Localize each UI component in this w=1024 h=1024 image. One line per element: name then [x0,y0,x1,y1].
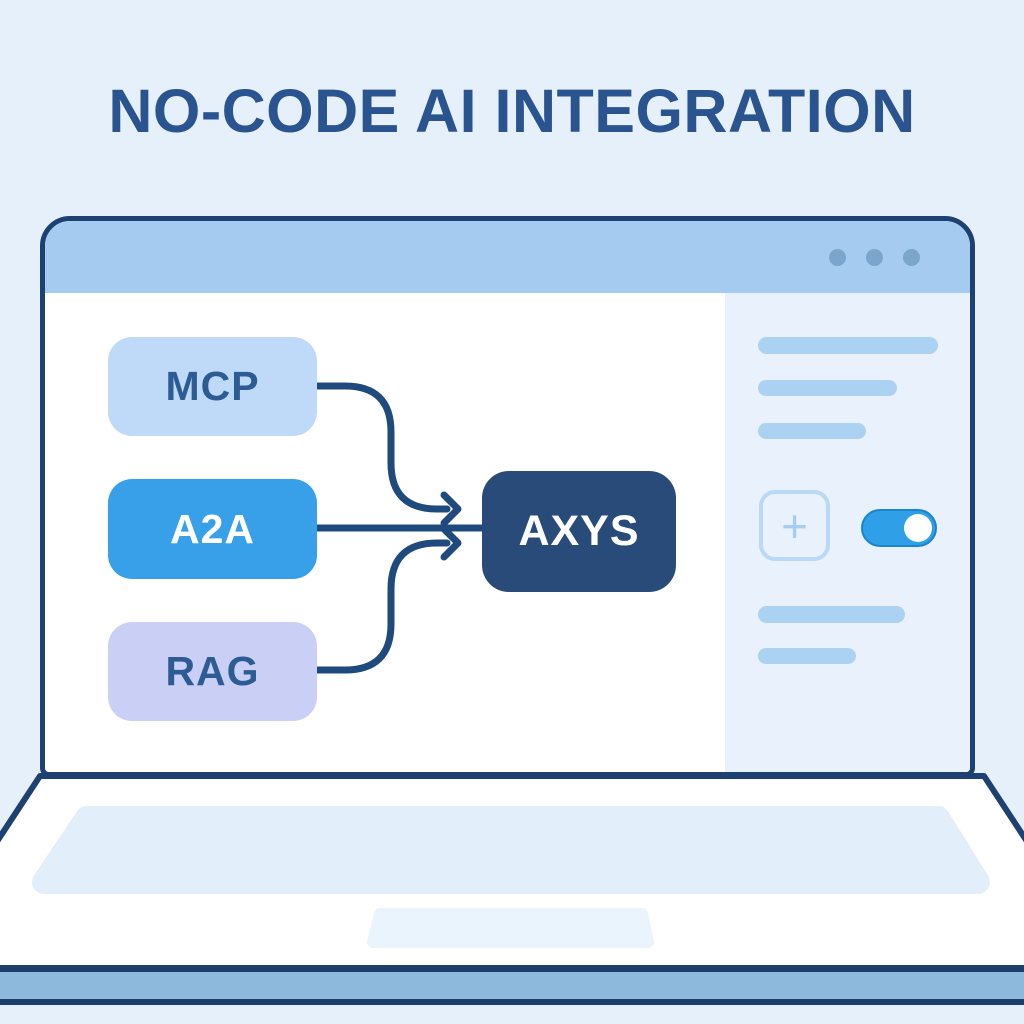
edge-mcp-arrowhead [440,491,462,527]
connector-lines [313,382,485,674]
node-rag[interactable]: RAG [108,622,317,721]
skeleton-line [758,423,866,439]
sidebar-panel: + [725,293,970,772]
laptop-base [0,773,1024,1005]
node-mcp-label: MCP [165,363,260,409]
window-dot-icon[interactable] [829,248,846,266]
edge-rag-arrowhead [440,525,462,561]
node-a2a[interactable]: A2A [108,479,317,579]
browser-window: MCP A2A RAG AXYS + [40,216,975,777]
node-axys[interactable]: AXYS [482,471,676,592]
page-title: NO-CODE AI INTEGRATION [108,77,916,145]
toggle-knob [904,514,932,542]
window-dot-icon[interactable] [866,248,883,266]
node-a2a-label: A2A [169,505,256,552]
skeleton-line [758,380,897,396]
skeleton-line [758,606,905,623]
node-rag-label: RAG [165,648,260,694]
laptop-bottom-bar [0,966,1024,1005]
node-axys-label: AXYS [518,507,640,555]
node-mcp[interactable]: MCP [108,337,317,436]
window-dot-icon[interactable] [903,248,920,266]
laptop-keyboard [32,806,990,894]
edge-rag-axys [313,539,451,674]
add-button[interactable]: + [759,490,830,561]
laptop-trackpad [367,908,654,948]
skeleton-line [758,648,856,664]
browser-titlebar [45,221,970,293]
edge-mcp-axys [313,382,451,513]
toggle-switch[interactable] [861,509,937,547]
skeleton-line [758,337,938,354]
canvas-area: MCP A2A RAG AXYS + [45,293,970,772]
